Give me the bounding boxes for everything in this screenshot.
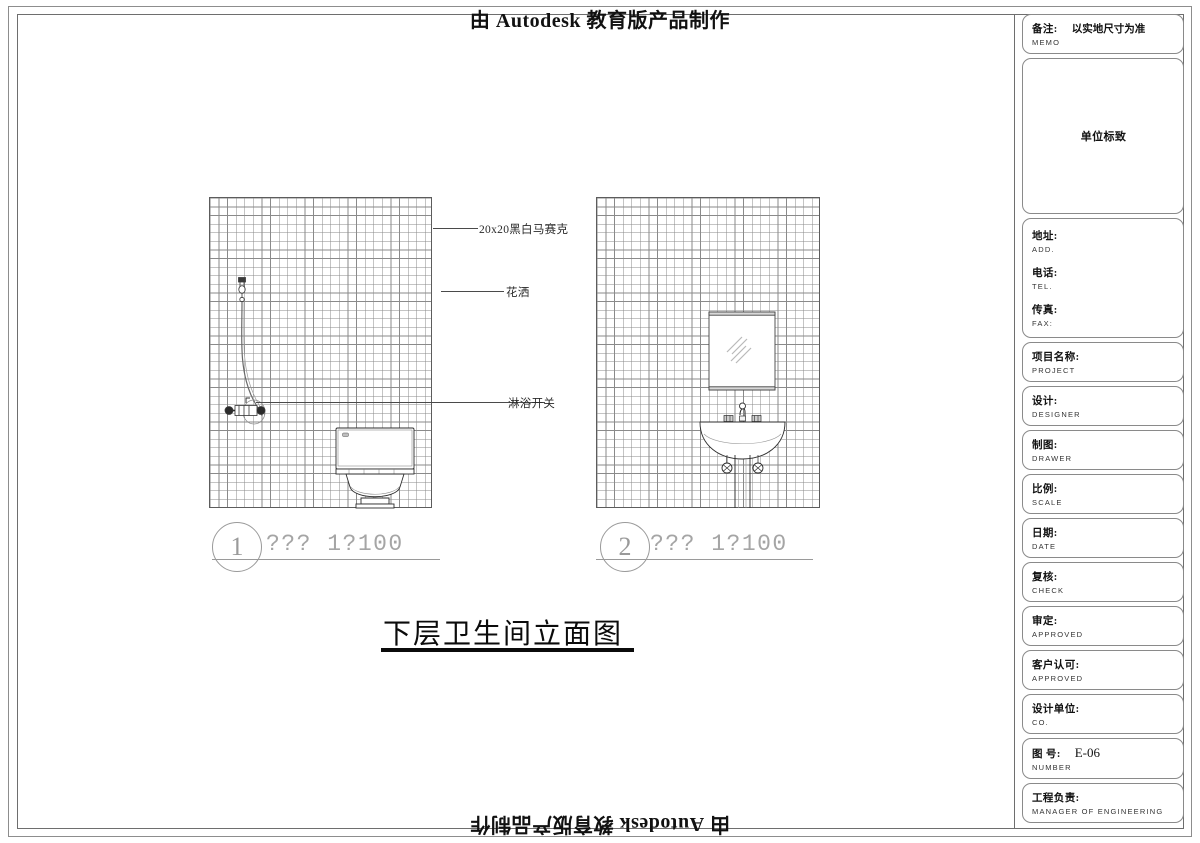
company-label-en: CO. [1032,718,1049,727]
manager-label-en: MANAGER OF ENGINEERING [1032,807,1164,816]
shower-switch-leader [256,402,545,403]
titleblock-field-address: 地址: ADD. [1032,228,1175,254]
titleblock-field-drawer[interactable]: 制图: DRAWER [1022,430,1184,470]
titleblock-column-divider [1014,14,1015,829]
annotation-label-shower-head: 花洒 [506,287,530,299]
drawing-number-label-cn: 图 号: [1032,749,1061,760]
annotation-label-mosaic: 20x20黑白马赛克 [479,224,569,236]
check-label-en: CHECK [1032,586,1065,595]
titleblock-field-scale[interactable]: 比例: SCALE [1022,474,1184,514]
sheet-frame-outer [8,6,1192,837]
titleblock-contact-group[interactable]: 地址: ADD. 电话: TEL. 传真: FAX: [1022,218,1184,338]
view-title-rule-2 [596,559,813,560]
titleblock-field-fax: 传真: FAX: [1032,302,1175,328]
mosaic-tile-leader [433,228,478,229]
titleblock-field-project[interactable]: 项目名称: PROJECT [1022,342,1184,382]
tel-label-cn: 电话: [1032,268,1058,279]
memo-label-cn: 备注: [1032,24,1058,35]
drawer-label-cn: 制图: [1032,440,1058,451]
titleblock-field-client-approved[interactable]: 客户认可: APPROVED [1022,650,1184,690]
mirror-fixture [596,197,820,508]
shower-head-leader [441,291,504,292]
titleblock-field-designer[interactable]: 设计: DESIGNER [1022,386,1184,426]
company-logo-text: 单位标致 [1080,131,1127,143]
drawer-label-en: DRAWER [1032,454,1073,463]
titleblock-field-manager[interactable]: 工程负责: MANAGER OF ENGINEERING [1022,783,1184,823]
shower-head-fixture [209,197,432,508]
titleblock-field-memo[interactable]: 备注: 以实地尺寸为准 MEMO [1022,14,1184,54]
project-label-en: PROJECT [1032,366,1076,375]
view-title-text-1: ??? 1?100 [266,531,404,557]
titleblock-company-logo[interactable]: 单位标致 [1022,58,1184,214]
titleblock-field-check[interactable]: 复核: CHECK [1022,562,1184,602]
sheet-frame-inner [17,14,1184,829]
page-title-underline [381,648,634,652]
titleblock-field-company[interactable]: 设计单位: CO. [1022,694,1184,734]
view-bubble-2: 2 [600,522,650,572]
view-title-text-2: ??? 1?100 [650,531,788,557]
address-label-en: ADD. [1032,245,1055,254]
manager-label-cn: 工程负责: [1032,793,1080,804]
memo-label-en: MEMO [1032,38,1061,47]
view-title-rule-1 [212,559,440,560]
page-title: 下层卫生间立面图 [383,619,624,650]
fax-label-cn: 传真: [1032,305,1058,316]
fax-label-en: FAX: [1032,319,1054,328]
designer-label-cn: 设计: [1032,396,1058,407]
titleblock-field-date[interactable]: 日期: DATE [1022,518,1184,558]
titleblock-field-tel: 电话: TEL. [1032,265,1175,291]
designer-label-en: DESIGNER [1032,410,1081,419]
memo-value: 以实地尺寸为准 [1071,24,1146,35]
autodesk-watermark-bottom: 由 Autodesk 教育版产品制作 [469,813,731,835]
drawing-number-label-en: NUMBER [1032,763,1072,772]
client-approved-label-cn: 客户认可: [1032,660,1080,671]
drawing-number-value: E-06 [1074,745,1101,760]
tel-label-en: TEL. [1032,282,1053,291]
approved-label-cn: 审定: [1032,616,1058,627]
scale-label-cn: 比例: [1032,484,1058,495]
annotation-label-shower-switch: 淋浴开关 [508,398,556,410]
check-label-cn: 复核: [1032,572,1058,583]
autodesk-watermark-top: 由 Autodesk 教育版产品制作 [469,10,731,32]
project-label-cn: 项目名称: [1032,352,1080,363]
titleblock-field-drawing-number[interactable]: 图 号: E-06 NUMBER [1022,738,1184,779]
view-bubble-1: 1 [212,522,262,572]
wash-basin-fixture [596,197,820,508]
scale-label-en: SCALE [1032,498,1063,507]
toilet-fixture [209,197,432,509]
approved-label-en: APPROVED [1032,630,1084,639]
date-label-en: DATE [1032,542,1057,551]
date-label-cn: 日期: [1032,528,1058,539]
title-block: 备注: 以实地尺寸为准 MEMO 单位标致 地址: ADD. 电话: TEL. … [1022,14,1184,827]
address-label-cn: 地址: [1032,231,1058,242]
titleblock-field-approved[interactable]: 审定: APPROVED [1022,606,1184,646]
client-approved-label-en: APPROVED [1032,674,1084,683]
elevation-view-2-tilewall [596,197,820,508]
company-label-cn: 设计单位: [1032,704,1080,715]
